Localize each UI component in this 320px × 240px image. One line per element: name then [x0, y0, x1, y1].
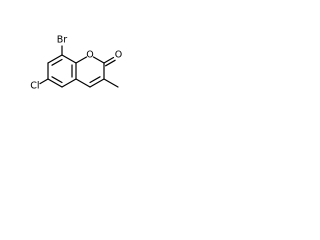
bond-c6-c5: [47, 78, 63, 88]
carbonyl-oxygen-label: O: [115, 50, 122, 61]
bond-c4-c4a: [75, 78, 91, 88]
bond-c3-methyl: [103, 78, 119, 88]
bond-c3-c4: [89, 78, 105, 88]
bond-c2-carbonyl-o-second: [104, 59, 116, 67]
bond-o1-c2: [92, 56, 105, 64]
atom-labels: Br Cl O O: [30, 35, 122, 92]
bond-c2-carbonyl-o: [103, 56, 115, 64]
bond-c5-c4a: [61, 78, 77, 88]
bromine-label: Br: [57, 35, 68, 46]
bond-c8-c8a: [61, 54, 77, 64]
bond-c8-c7-inner: [51, 58, 63, 66]
chemical-structure-diagram: Br Cl O O: [30, 35, 122, 92]
bond-c3-c4-inner: [89, 76, 101, 84]
bond-c6-cl: [39, 78, 49, 85]
bond-c8-c7: [47, 54, 63, 64]
chlorine-label: Cl: [30, 81, 39, 92]
ring-oxygen-label: O: [86, 50, 93, 61]
bond-c6-c5-inner: [51, 76, 63, 84]
bond-c8a-o1: [75, 56, 88, 64]
bond-lines: [39, 45, 119, 88]
